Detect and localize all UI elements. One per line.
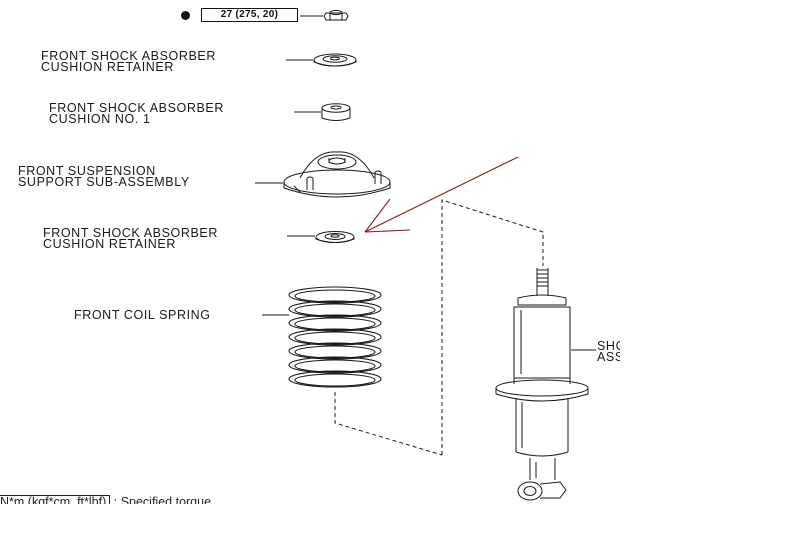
torque-legend: N*m (kgf*cm, ft*lbf) : Specified torque — [0, 495, 330, 504]
assembly-dashed-lines — [334, 199, 544, 456]
cushion-no1-icon — [321, 103, 351, 121]
label-cushion-no1: FRONT SHOCK ABSORBER CUSHION NO. 1 — [49, 101, 224, 126]
shock-absorber-icon — [495, 268, 589, 501]
legend-text: : Specified torque — [113, 495, 212, 504]
right-crop-area — [620, 0, 800, 533]
annotation-arrow — [364, 156, 519, 233]
label-shock-absorber: SHO ASS — [597, 339, 626, 364]
nut-icon — [323, 10, 349, 21]
coil-spring-icon — [288, 286, 382, 388]
label-cushion-retainer-top: FRONT SHOCK ABSORBER CUSHION RETAINER — [41, 49, 216, 74]
torque-value: 27 (275, 20) — [201, 8, 298, 22]
label-coil-spring: FRONT COIL SPRING — [74, 308, 211, 322]
label-suspension-support: FRONT SUSPENSION SUPPORT SUB-ASSEMBLY — [18, 164, 190, 189]
torque-bullet-icon — [181, 11, 190, 20]
legend-unit: N*m (kgf*cm, ft*lbf) — [0, 495, 111, 504]
bottom-crop-area — [0, 504, 800, 533]
label-cushion-retainer-bottom: FRONT SHOCK ABSORBER CUSHION RETAINER — [43, 226, 218, 251]
cushion-retainer-top-icon — [313, 53, 357, 67]
cushion-retainer-bottom-icon — [315, 231, 355, 243]
suspension-support-icon — [283, 151, 391, 198]
